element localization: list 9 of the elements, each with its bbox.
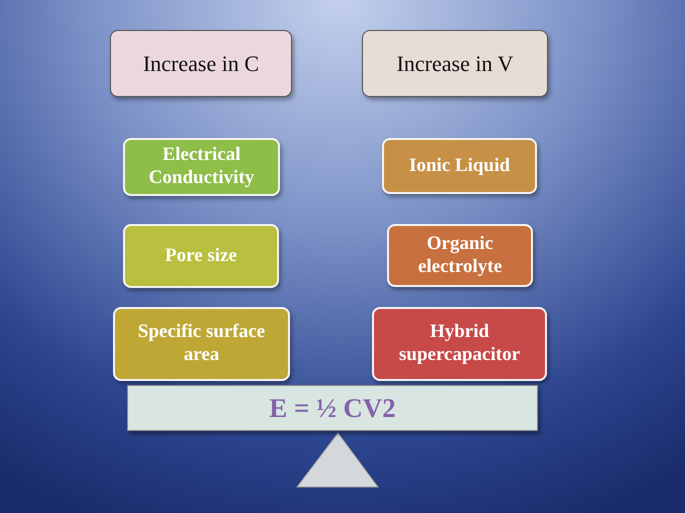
factor-box: Electrical Conductivity bbox=[123, 138, 280, 196]
factor-box: Organic electrolyte bbox=[387, 224, 533, 287]
factor-box: Hybrid supercapacitor bbox=[372, 307, 547, 381]
factor-box: Pore size bbox=[123, 224, 279, 288]
factor-box: Ionic Liquid bbox=[382, 138, 537, 194]
heading-box: Increase in C bbox=[110, 30, 292, 97]
equation-beam: E = ½ CV2 bbox=[127, 385, 538, 431]
heading-box: Increase in V bbox=[362, 30, 548, 97]
factor-box: Specific surface area bbox=[113, 307, 290, 381]
